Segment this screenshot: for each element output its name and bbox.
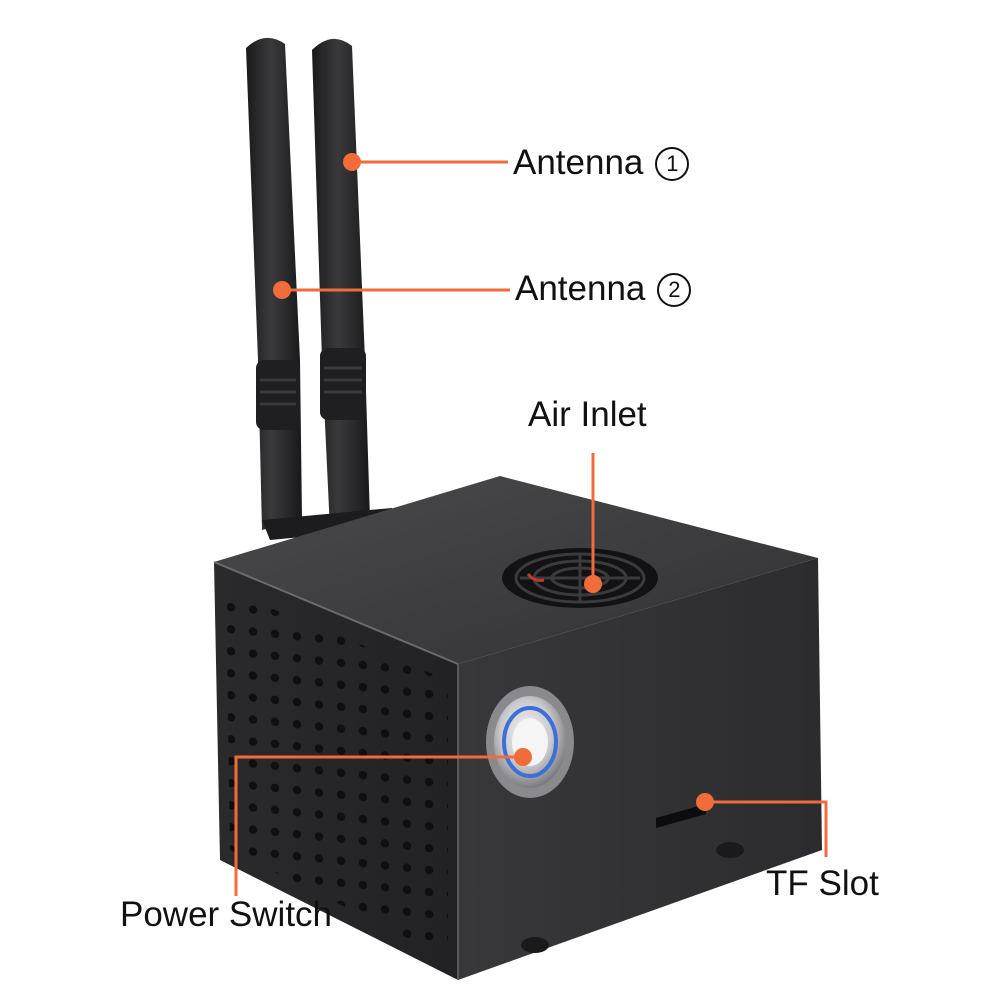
label-antenna-2-number: 2 <box>657 273 692 307</box>
vent-holes <box>226 590 448 958</box>
power-switch <box>486 686 574 798</box>
antenna-base <box>262 508 398 540</box>
tf-slot <box>656 804 706 828</box>
label-antenna-2-text: Antenna <box>515 269 646 308</box>
fan-grill <box>502 548 658 608</box>
callout-dots <box>273 153 714 811</box>
label-antenna-1: Antenna 1 <box>513 143 690 182</box>
label-tf-slot: TF Slot <box>766 864 879 903</box>
antenna-rear <box>246 37 302 530</box>
foot <box>521 937 549 953</box>
foot <box>716 842 744 858</box>
label-power-switch: Power Switch <box>120 895 333 934</box>
case-side <box>458 558 822 980</box>
label-antenna-1-number: 1 <box>655 147 690 181</box>
label-antenna-2: Antenna 2 <box>515 269 692 308</box>
label-antenna-1-text: Antenna <box>513 143 644 182</box>
label-air-inlet: Air Inlet <box>528 395 647 434</box>
antenna-front <box>312 38 370 531</box>
callout-lines <box>234 160 828 896</box>
